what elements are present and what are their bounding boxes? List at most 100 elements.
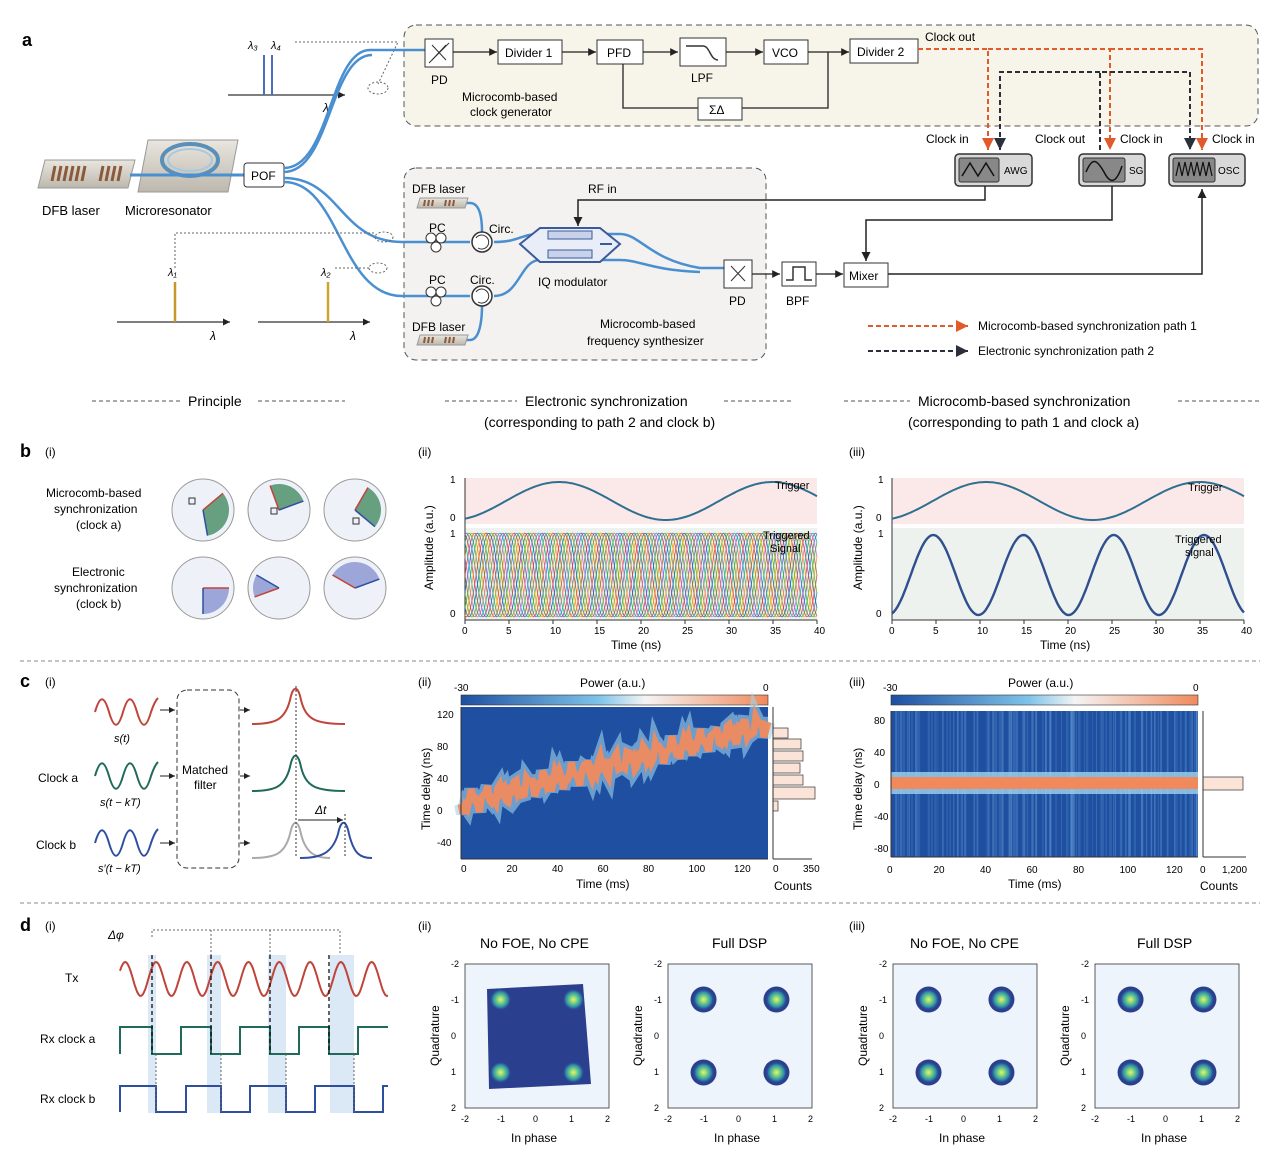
clock-b-label: Clock b	[36, 838, 76, 852]
constellation-ylabel: Quadrature	[428, 1005, 442, 1066]
c-ii-xtick: 120	[734, 864, 751, 875]
clock-out-top-label: Clock out	[925, 30, 976, 44]
c-ii-ytick: 120	[437, 710, 454, 721]
bpf-box	[782, 262, 816, 286]
constellation-ytick: -2	[451, 959, 459, 969]
constellation-ytick: 2	[879, 1103, 884, 1113]
b-xtick: 5	[506, 626, 512, 637]
b-row2-line2: synchronization	[54, 581, 137, 595]
constellation-ytick: 0	[1081, 1031, 1086, 1041]
sg-instrument: SG	[1079, 154, 1145, 186]
constellation-xtick: 1	[569, 1114, 574, 1124]
header-microcomb-2: (corresponding to path 1 and clock a)	[908, 414, 1139, 430]
phase-circle-0-2	[324, 479, 386, 541]
constellation-xtick: 2	[605, 1114, 610, 1124]
c-iii-hist-bar	[1203, 777, 1243, 790]
c-iii-power-min: -30	[883, 683, 898, 694]
constellation-2: No FOE, No CPE-2-2-1-1001122In phaseQuad…	[856, 935, 1038, 1145]
constellation-ytick: 0	[654, 1031, 659, 1041]
c-iii-xtick: 60	[1027, 865, 1039, 876]
panel-c: c (i) (ii) (iii) s(t) Clock a s(t − kT) …	[20, 671, 1247, 893]
c-ii-hist-bar	[773, 728, 788, 738]
c-iii-ylabel: Time delay (ns)	[851, 748, 865, 830]
c-iii-xtick: 120	[1166, 865, 1183, 876]
b-ii-triggered-1: Triggered	[763, 530, 810, 542]
s-prime-label: s′(t − kT)	[98, 863, 141, 875]
clock-a-label: Clock a	[38, 771, 78, 785]
b-xtick: 5	[933, 626, 939, 637]
b-xtick: 25	[1109, 626, 1121, 637]
c-ii-power-max: 0	[763, 683, 769, 694]
c-ii-hist-bar	[773, 739, 801, 749]
b-ii-trigger: Trigger	[775, 480, 810, 492]
d-sub-i: (i)	[45, 919, 56, 933]
b-xtick: 10	[977, 626, 989, 637]
sg-label: SG	[1129, 166, 1144, 177]
b-row1-line2: synchronization	[54, 502, 137, 516]
b-xtick: 20	[638, 626, 650, 637]
b-ii-plot: Trigger Triggered Signal Amplitude (a.u.…	[422, 475, 826, 652]
c-ii-hist-bar	[773, 787, 815, 799]
b-row2-line1: Electronic	[72, 565, 125, 579]
clock-out-sg-label: Clock out	[1035, 132, 1086, 146]
clock-in-sg-label: Clock in	[1120, 132, 1163, 146]
constellation-xtick: 0	[1163, 1114, 1168, 1124]
b-xtick: 35	[770, 626, 782, 637]
b-ii-ytick-0: 0	[450, 513, 456, 524]
b-iii-trigger: Trigger	[1188, 482, 1223, 494]
b-xtick: 40	[814, 626, 826, 637]
c-ii-colorbar	[461, 695, 768, 705]
wave-clock-b	[95, 829, 158, 856]
constellation-xtick: 1	[772, 1114, 777, 1124]
c-iii-heatmap: Power (a.u.) -30 0 Time delay (ns) Time …	[851, 676, 1247, 893]
b-sub-i: (i)	[45, 445, 56, 459]
b-iii-triggered-1: Triggered	[1175, 534, 1222, 546]
b-xtick: 0	[889, 626, 895, 637]
constellation-ytick: 2	[654, 1103, 659, 1113]
phase-circle-0-0	[172, 479, 234, 541]
phase-circle-0-1	[248, 479, 310, 541]
constellation-0: No FOE, No CPE-2-2-1-1001122In phaseQuad…	[428, 935, 610, 1145]
panel-d: d (i) (ii) (iii) Δφ Tx Rx clock a Rx clo…	[20, 915, 1240, 1145]
constellation-xtick: -2	[1091, 1114, 1099, 1124]
constellation-xlabel: In phase	[939, 1131, 985, 1145]
constellation-xlabel: In phase	[714, 1131, 760, 1145]
peak-a	[252, 756, 345, 791]
wave-s	[95, 698, 158, 725]
vco-label: VCO	[772, 46, 798, 60]
dfb-laser-chip: DFB laser	[38, 160, 135, 218]
constellation-xtick: -1	[925, 1114, 933, 1124]
rf-in-label: RF in	[588, 182, 617, 196]
c-iii-count-tick-1: 1,200	[1222, 865, 1247, 876]
wave-clock-a	[95, 762, 158, 789]
peak-s	[252, 689, 345, 724]
microresonator-label: Microresonator	[125, 203, 212, 218]
b-xtick: 40	[1241, 626, 1253, 637]
c-sub-i: (i)	[45, 675, 56, 689]
c-ii-hist-bar	[773, 763, 800, 773]
iq-modulator-label: IQ modulator	[538, 275, 607, 289]
constellation-ytick: 1	[451, 1067, 456, 1077]
b-ii-ytick-b1: 1	[450, 529, 456, 540]
constellation-ylabel: Quadrature	[631, 1005, 645, 1066]
dfb-laser-label: DFB laser	[42, 203, 100, 218]
c-ii-hist-bar	[773, 801, 778, 811]
b-xtick: 15	[594, 626, 606, 637]
awg-label: AWG	[1004, 166, 1028, 177]
c-ii-power-label: Power (a.u.)	[580, 676, 645, 690]
tx-label: Tx	[65, 971, 78, 985]
c-iii-ytick: 0	[874, 780, 880, 791]
dfb-top-label: DFB laser	[412, 182, 465, 196]
c-ii-power-min: -30	[454, 683, 469, 694]
constellation-xtick: 2	[1235, 1114, 1240, 1124]
b-iii-ytick-b0: 0	[876, 609, 882, 620]
constellation-3: Full DSP-2-2-1-1001122In phaseQuadrature	[1058, 935, 1240, 1145]
constellation-xtick: -2	[889, 1114, 897, 1124]
dfb-bottom-label: DFB laser	[412, 320, 465, 334]
constellation-xtick: 0	[961, 1114, 966, 1124]
c-ii-xtick: 0	[461, 864, 467, 875]
matched-filter-schematic: s(t) Clock a s(t − kT) Clock b s′(t − kT…	[36, 686, 372, 875]
c-iii-xtick: 20	[934, 865, 946, 876]
dfb-laser-bottom: DFB laser	[412, 320, 468, 345]
c-ii-ytick: -40	[437, 838, 452, 849]
